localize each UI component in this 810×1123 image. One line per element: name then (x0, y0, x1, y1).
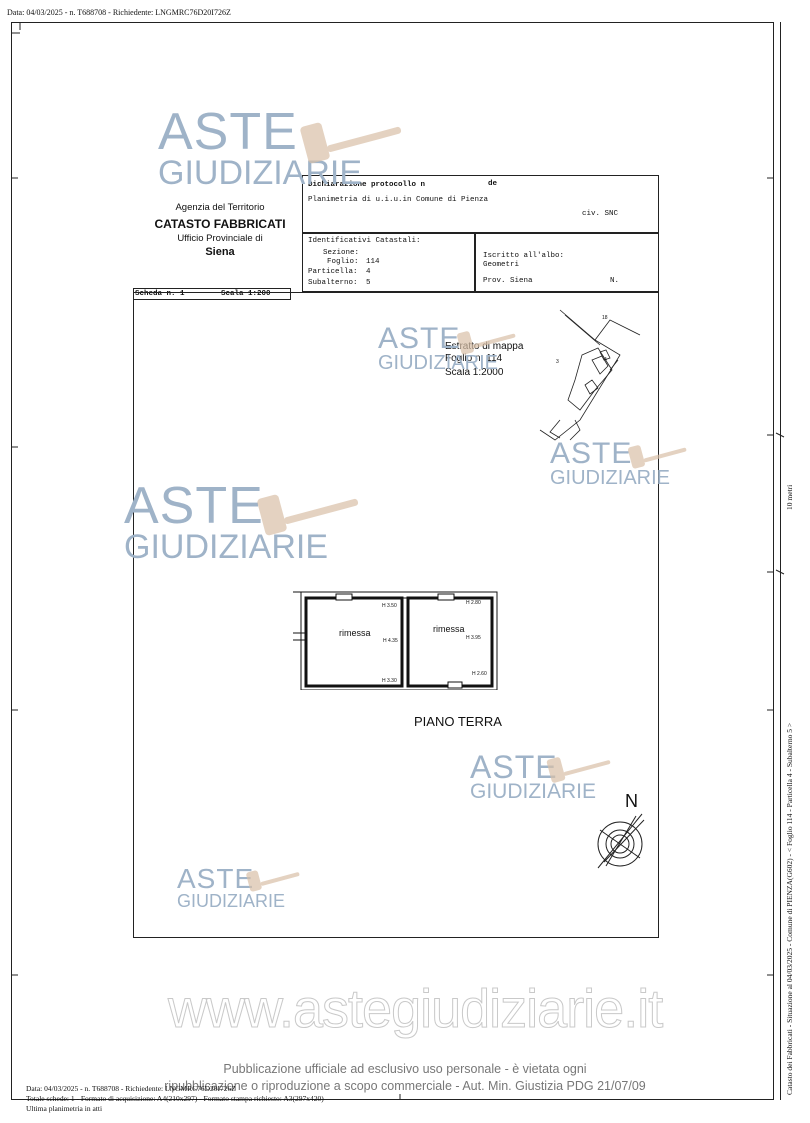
page-frame (11, 22, 774, 1100)
height-label-5: H 3.95 (466, 635, 481, 641)
room-label-1: rimessa (339, 628, 371, 638)
website-watermark: www.astegiudiziarie.it (167, 979, 663, 1040)
side-cadastral-text: Catasto dei Fabbricati - Situazione al 0… (785, 722, 794, 1095)
gavel-icon (246, 870, 300, 892)
map-number-4: 4 (604, 357, 607, 363)
scala-label: Scala 1:200 (221, 290, 271, 298)
watermark-4: ASTE GIUDIZIARIE (124, 477, 329, 567)
subalterno-label: Subalterno: (308, 279, 358, 287)
province-label: Prov. Siena (483, 277, 533, 285)
subalterno-value: 5 (366, 279, 371, 287)
watermark-3-line1: ASTE (550, 437, 633, 470)
watermark-6: ASTE GIUDIZIARIE (177, 863, 286, 911)
watermark-4-line1: ASTE (124, 477, 264, 535)
watermark-4-line2: GIUDIZIARIE (124, 528, 329, 567)
identifiers-title: Identificativi Catastali: (308, 237, 421, 245)
floor-label: PIANO TERRA (414, 714, 502, 729)
height-label-2: H 4.35 (383, 638, 398, 644)
watermark-5-line2: GIUDIZIARIE (470, 780, 597, 804)
drawing-box (133, 292, 659, 938)
disclaimer-line-1: Pubblicazione ufficiale ad esclusivo uso… (223, 1062, 587, 1076)
height-label-6: H 2.60 (472, 671, 487, 677)
declaration-box (302, 175, 659, 233)
gavel-icon (257, 494, 359, 536)
north-arrow-icon (597, 813, 645, 869)
disclaimer-line-2: ripubblicazione o riproduzione a scopo c… (164, 1079, 646, 1093)
watermark-1-line1: ASTE (158, 103, 298, 161)
height-label-3: H 3.30 (382, 678, 397, 684)
office-label: Ufficio Provinciale di (177, 233, 263, 244)
particella-label: Particella: (308, 268, 358, 276)
bottom-date-line: Data: 04/03/2025 - n. T688708 - Richiede… (26, 1084, 236, 1093)
sezione-label: Sezione: (323, 249, 360, 257)
gavel-icon (546, 757, 611, 783)
gavel-icon (300, 122, 402, 164)
gavel-icon (628, 445, 687, 469)
room-label-2: rimessa (433, 624, 465, 634)
agency-name: Agenzia del Territorio (175, 202, 265, 213)
civic-number: civ. SNC (582, 210, 619, 218)
planimetria-label: Planimetria di u.i.u.in Comune di Pienza (308, 196, 489, 204)
watermark-5: ASTE GIUDIZIARIE (470, 749, 597, 804)
watermark-1-line2: GIUDIZIARIE (158, 154, 363, 193)
bottom-ultima-line: Ultima planimetria in atti (26, 1104, 103, 1113)
side-scale-text: 10 metri (785, 484, 794, 510)
north-label: N (625, 791, 638, 811)
top-header: Data: 04/03/2025 - n. T688708 - Richiede… (7, 8, 231, 17)
scheda-label: Scheda n. 1 (135, 290, 185, 298)
estratto-title: Estratto di mappa (445, 341, 524, 352)
watermark-5-line1: ASTE (470, 749, 558, 785)
bottom-schede-line: Totale schede: 1 - Formato di acquisizio… (26, 1094, 324, 1103)
geometri-label: Geometri (483, 261, 520, 269)
protocol-label: Dichiarazione protocollo n (308, 181, 426, 189)
height-label-1: H 3.50 (382, 603, 397, 609)
watermark-2-line1: ASTE (378, 322, 461, 355)
floor-plan (293, 591, 498, 690)
map-extract-sketch (539, 309, 641, 441)
watermark-6-line2: GIUDIZIARIE (177, 890, 286, 911)
right-strip (780, 22, 799, 1100)
watermark-3-line2: GIUDIZIARIE (550, 466, 671, 489)
watermark-3: ASTE GIUDIZIARIE (550, 437, 671, 489)
watermark-1: ASTE GIUDIZIARIE (158, 103, 363, 193)
gavel-icon (457, 331, 516, 355)
iscritto-label: Iscritto all'albo: (483, 252, 565, 260)
estratto-foglio: Foglio n. 114 (445, 353, 503, 364)
registration-box (475, 233, 659, 292)
watermark-6-line1: ASTE (177, 863, 255, 894)
watermark-2: ASTE GIUDIZIARIE (378, 322, 499, 374)
number-label: N. (610, 277, 620, 285)
particella-value: 4 (366, 268, 371, 276)
catasto-title: CATASTO FABBRICATI (154, 217, 286, 231)
office-city: Siena (205, 246, 235, 258)
height-label-4: H 2.80 (466, 600, 481, 606)
protocol-date-label: de (488, 180, 498, 188)
foglio-value: 114 (366, 258, 380, 266)
foglio-label: Foglio: (327, 258, 359, 266)
estratto-scala: Scala 1:2000 (445, 367, 504, 378)
map-number-18: 18 (602, 315, 608, 321)
map-number-3: 3 (556, 359, 559, 365)
identifiers-box (302, 233, 475, 292)
watermark-2-line2: GIUDIZIARIE (378, 351, 499, 374)
